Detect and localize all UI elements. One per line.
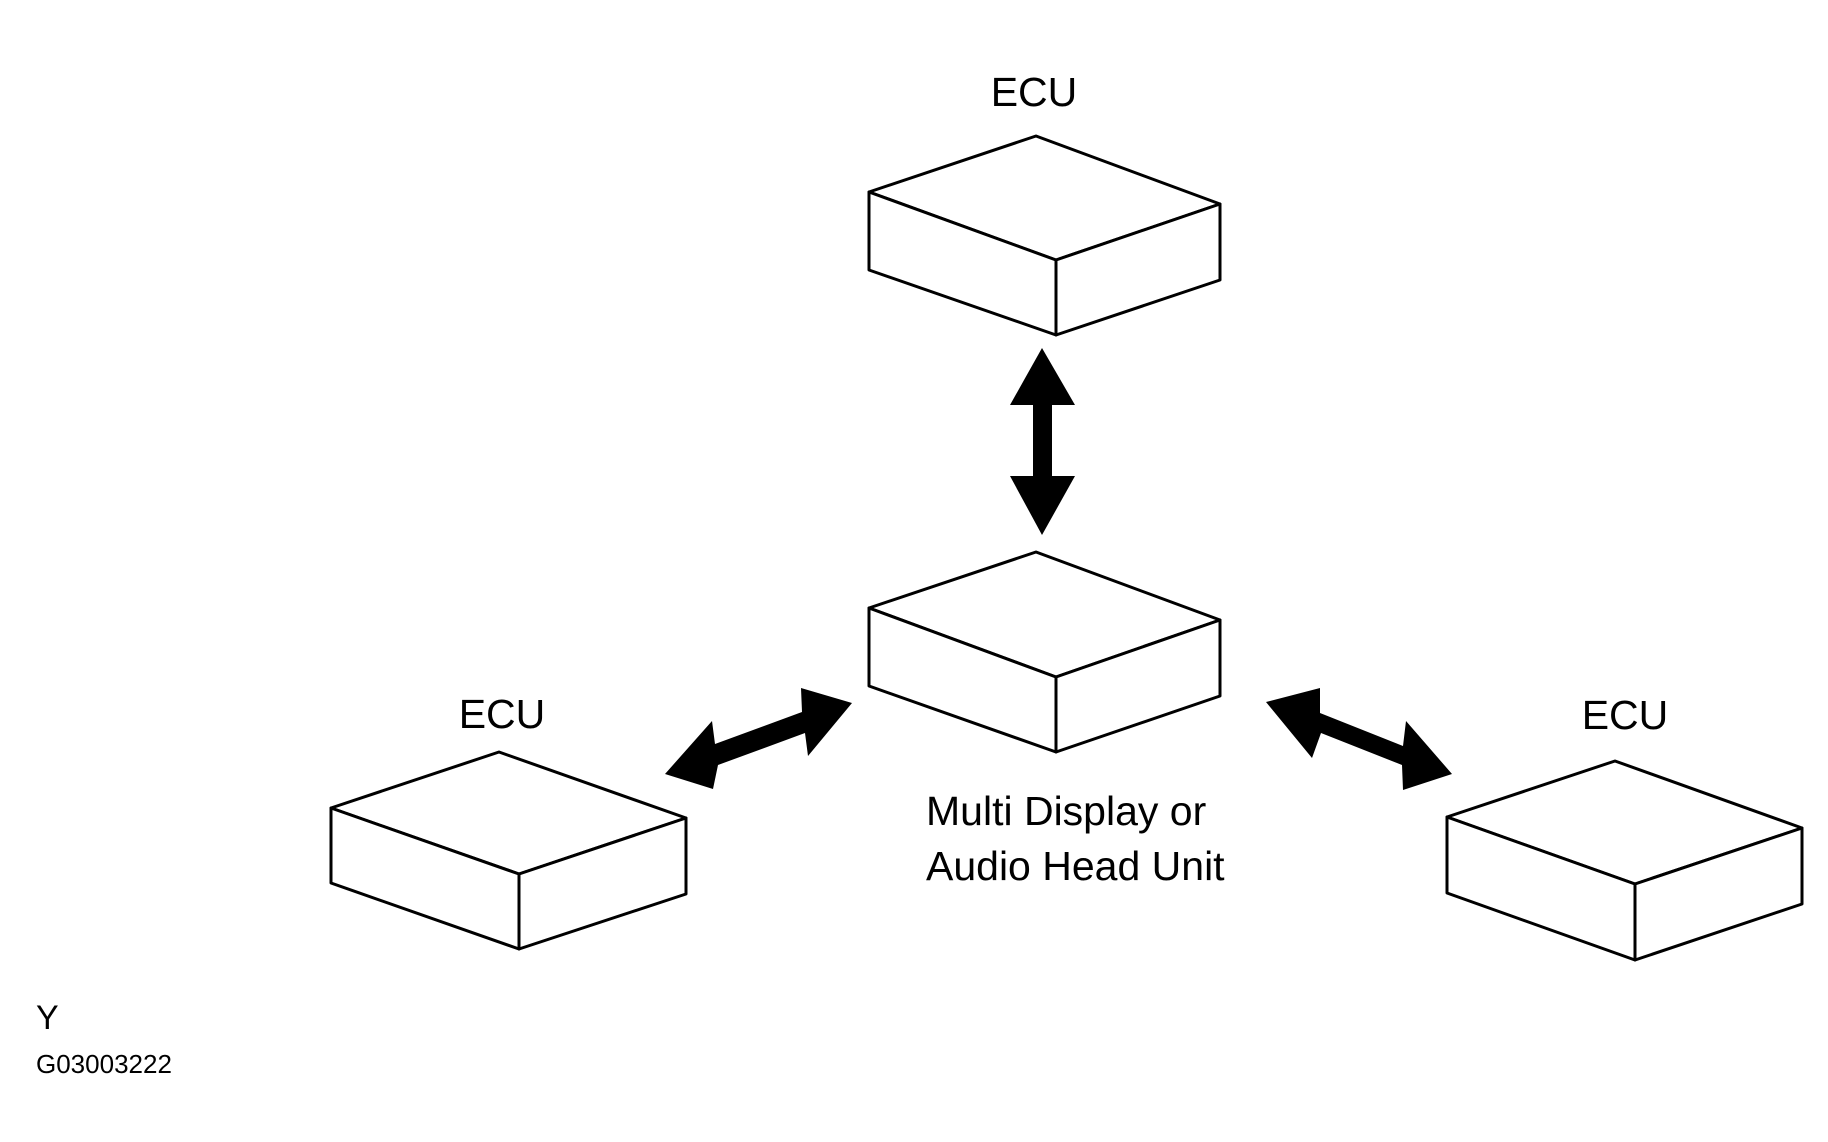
center-unit-label-line2: Audio Head Unit [926, 843, 1225, 889]
center-unit-box [867, 550, 1222, 754]
top-ecu-label: ECU [991, 69, 1078, 115]
left-ecu-box-right [517, 816, 688, 951]
corner-letter: Y [36, 999, 59, 1037]
center-unit-box-right [1054, 618, 1222, 754]
left-ecu-box [329, 750, 688, 951]
left-ecu-label: ECU [459, 691, 546, 737]
left-double-arrow [665, 688, 852, 789]
top-ecu-box [867, 134, 1222, 337]
right-ecu-box [1445, 759, 1804, 962]
right-ecu-label: ECU [1582, 692, 1669, 738]
right-double-arrow [1266, 688, 1452, 790]
top-ecu-box-right [1054, 202, 1222, 337]
vertical-double-arrow [1010, 348, 1075, 535]
center-unit-label-line1: Multi Display or [926, 788, 1206, 834]
figure-code: G03003222 [36, 1049, 172, 1079]
right-ecu-box-right [1633, 826, 1804, 962]
